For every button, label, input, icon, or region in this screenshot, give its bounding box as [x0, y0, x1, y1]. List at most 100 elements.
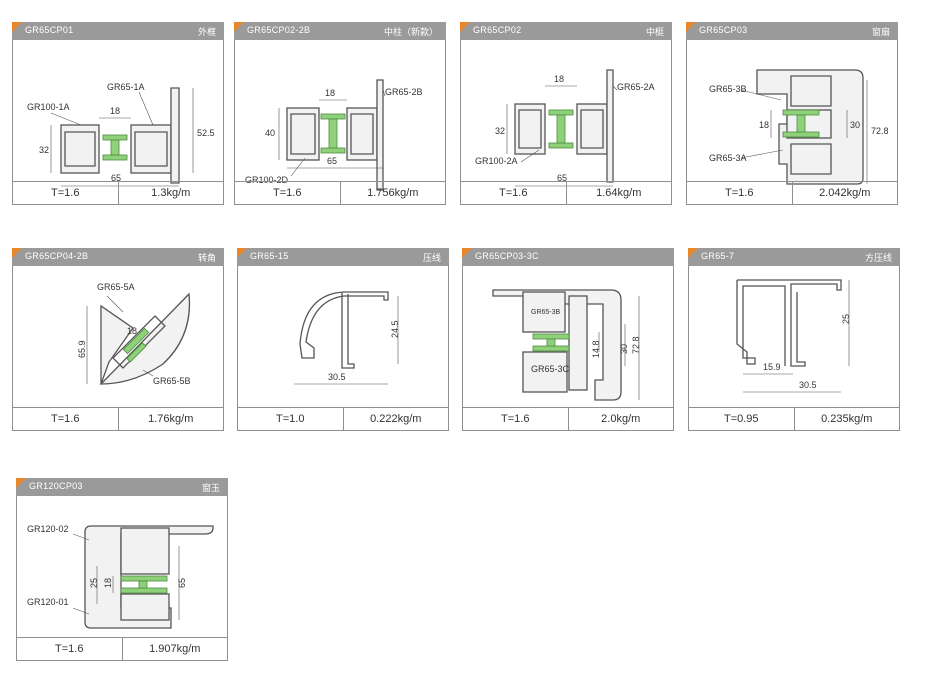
orange-flag-icon	[234, 22, 244, 32]
profile-code: GR65CP03	[699, 25, 748, 35]
orange-flag-icon	[688, 248, 698, 258]
dim-30-5: 30.5	[799, 380, 817, 390]
card-header: GR65CP04-2B 转角	[12, 248, 224, 266]
profile-drawing: GR65-3B GR65-3A 18 30 72.8	[709, 69, 889, 185]
part-label-a: GR65-3B	[709, 84, 747, 94]
profile-card-gr65cp03-3c: GR65CP03-3C GR65-3B GR65-3C 14.8 30 72.8…	[462, 248, 674, 431]
dim-32: 32	[495, 126, 505, 136]
dim-14-8: 14.8	[591, 340, 601, 358]
dim-18: 18	[554, 74, 564, 84]
part-label-b: GR100-2A	[475, 156, 518, 166]
wall-thickness: T=1.6	[13, 408, 119, 430]
card-header: GR65CP02-2B 中柱（新款）	[234, 22, 446, 40]
profile-code: GR65CP01	[25, 25, 74, 35]
part-label-b: GR65-3C	[531, 364, 570, 374]
dim-18: 18	[127, 326, 137, 336]
card-header: GR65-7 方压线	[688, 248, 900, 266]
dim-18: 18	[103, 578, 113, 588]
profile-type: 外框	[197, 27, 216, 37]
card-header: GR65CP03-3C	[462, 248, 674, 266]
profile-drawing: GR65-1A GR100-1A 18 32 52.5 65	[27, 82, 215, 187]
wall-thickness: T=1.0	[238, 408, 344, 430]
orange-flag-icon	[462, 248, 472, 258]
part-label-b: GR120-01	[27, 597, 69, 607]
profile-type: 压线	[422, 253, 441, 263]
dim-15-9: 15.9	[763, 362, 781, 372]
spec-row: T=1.6 1.907kg/m	[17, 637, 227, 660]
wall-thickness: T=1.6	[687, 182, 793, 204]
profile-card-gr65cp01: GR65CP01 外框 GR65-1A GR100-1A 18 32 52.5 6…	[12, 22, 224, 205]
orange-flag-icon	[12, 22, 22, 32]
orange-flag-icon	[16, 478, 26, 488]
profile-card-gr65cp02-2b: GR65CP02-2B 中柱（新款） GR65-2B GR100-2D 18 40…	[234, 22, 446, 205]
dim-30: 30	[850, 120, 860, 130]
dim-18: 18	[759, 120, 769, 130]
wall-thickness: T=1.6	[13, 182, 119, 204]
dim-65-9: 65.9	[77, 340, 87, 358]
orange-flag-icon	[460, 22, 470, 32]
unit-weight: 1.3kg/m	[151, 187, 191, 199]
wall-thickness: T=1.6	[17, 638, 123, 660]
dim-32: 32	[39, 145, 49, 155]
card-header: GR65CP01 外框	[12, 22, 224, 40]
part-label-a: GR120-02	[27, 524, 69, 534]
profile-type: 方压线	[864, 253, 892, 263]
profile-drawing: 24.5 30.5	[294, 291, 400, 385]
part-label-b: GR100-2D	[245, 175, 289, 185]
dim-65: 65	[177, 578, 187, 588]
profile-code: GR65CP04-2B	[25, 251, 89, 261]
orange-flag-icon	[686, 22, 696, 32]
profile-type: 转角	[197, 253, 216, 263]
card-body: GR65-3B GR65-3C 14.8 30 72.8 T=1.6 2.0kg/…	[462, 266, 674, 431]
dim-65: 65	[557, 173, 567, 183]
unit-weight: 0.222kg/m	[370, 413, 422, 425]
spec-row: T=1.6 2.0kg/m	[463, 407, 673, 430]
part-label-a: GR65-2B	[385, 87, 423, 97]
profile-code: GR65-7	[701, 251, 735, 261]
orange-flag-icon	[12, 248, 22, 258]
part-label-b: GR100-1A	[27, 102, 70, 112]
profile-code: GR65CP02-2B	[247, 25, 311, 35]
profile-type: 中梃	[645, 27, 664, 37]
card-body: GR65-1A GR100-1A 18 32 52.5 65 T=1.6 1.3k…	[12, 40, 224, 205]
unit-weight: 0.235kg/m	[821, 413, 873, 425]
dim-52-5: 52.5	[197, 128, 215, 138]
part-label-a: GR65-2A	[617, 82, 655, 92]
dim-30-5: 30.5	[328, 372, 346, 382]
spec-row: T=1.6 1.3kg/m	[13, 181, 223, 204]
profile-type: 中柱（新款）	[383, 27, 438, 37]
profile-drawing: GR65-3B GR65-3C 14.8 30 72.8	[492, 289, 641, 401]
wall-thickness: T=0.95	[689, 408, 795, 430]
profile-type: 窗玉	[201, 483, 220, 493]
dim-40: 40	[265, 128, 275, 138]
unit-weight: 1.756kg/m	[367, 187, 419, 199]
dim-65: 65	[111, 173, 121, 183]
unit-weight: 2.0kg/m	[601, 413, 641, 425]
spec-row: T=0.95 0.235kg/m	[689, 407, 899, 430]
profile-drawing: GR120-02 GR120-01 25 18 65	[27, 524, 214, 629]
card-body: GR120-02 GR120-01 25 18 65 T=1.6 1.907kg/…	[16, 496, 228, 661]
dim-25: 25	[89, 578, 99, 588]
spec-row: T=1.0 0.222kg/m	[238, 407, 448, 430]
unit-weight: 1.907kg/m	[149, 643, 201, 655]
unit-weight: 1.64kg/m	[596, 187, 642, 199]
part-label-a: GR65-3B	[531, 309, 561, 316]
wall-thickness: T=1.6	[463, 408, 569, 430]
part-label-b: GR65-3A	[709, 153, 747, 163]
dim-18: 18	[110, 106, 120, 116]
orange-flag-icon	[237, 248, 247, 258]
